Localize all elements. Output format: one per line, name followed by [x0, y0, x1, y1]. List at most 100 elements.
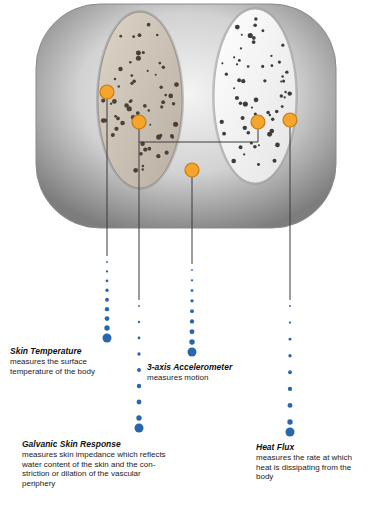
blue-dot: [104, 325, 109, 330]
blue-dot: [105, 298, 109, 302]
blue-dot: [190, 309, 194, 313]
pad-hole: [159, 134, 162, 137]
blue-dot: [288, 354, 291, 357]
pad-hole: [130, 82, 133, 85]
pad-hole: [288, 91, 292, 95]
pad-hole: [147, 23, 151, 27]
pad-hole: [278, 60, 281, 63]
pad-hole: [221, 62, 223, 64]
pad-hole: [159, 85, 162, 88]
blue-dot: [137, 368, 141, 372]
pad-hole: [235, 96, 239, 100]
pad-hole: [138, 33, 142, 37]
pad-hole: [236, 63, 238, 65]
blue-dot: [289, 338, 292, 341]
blue-dot: [289, 321, 291, 323]
pad-hole: [118, 67, 122, 71]
pad-hole: [171, 136, 174, 139]
pad-hole: [248, 33, 253, 38]
pad-hole: [271, 118, 274, 121]
pad-hole: [162, 66, 165, 69]
pad-hole: [132, 35, 135, 38]
callout-description: measures the rate at which heat is dissi…: [256, 453, 356, 482]
pad-hole: [139, 152, 143, 156]
pad-hole: [246, 131, 250, 135]
pad-hole: [284, 91, 286, 93]
pad-hole: [110, 102, 112, 104]
pad-hole: [220, 120, 224, 124]
pad-hole: [280, 80, 282, 82]
pad-hole: [266, 111, 270, 115]
dotted-leaders: [103, 261, 295, 436]
pad-hole: [233, 87, 235, 89]
pad-hole: [149, 124, 151, 126]
pad-hole: [239, 145, 243, 149]
pad-hole: [247, 65, 250, 68]
pad-hole: [124, 103, 129, 108]
pad-hole: [273, 159, 277, 163]
pad-hole: [241, 79, 245, 83]
pad-hole: [142, 165, 145, 168]
pad-hole: [142, 168, 144, 170]
leader-line: [107, 92, 108, 256]
sensor-dot: [185, 163, 199, 177]
pad-hole: [263, 79, 266, 82]
leader-lines: [107, 92, 290, 300]
blue-dot: [106, 261, 108, 263]
pad-hole: [160, 105, 163, 108]
pad-hole: [142, 51, 145, 54]
blue-dot: [288, 370, 292, 374]
pad-hole: [241, 116, 245, 120]
pad-hole: [143, 147, 147, 151]
pad-hole: [238, 59, 241, 62]
pad-rim: [212, 7, 298, 185]
leader-line: [139, 122, 258, 142]
pad-hole: [133, 168, 138, 173]
pad-hole: [129, 61, 132, 64]
pad-hole: [271, 64, 274, 67]
pad-hole: [116, 117, 120, 121]
pad-hole: [172, 102, 175, 105]
pad-hole: [225, 73, 228, 76]
sensor-dots: [100, 85, 297, 177]
callout-description: measures skin impedance which reflects w…: [22, 450, 172, 488]
blue-dot: [138, 305, 140, 307]
pad-hole: [252, 40, 256, 44]
pad-hole: [112, 99, 117, 104]
callout-description: measures the surface temperature of the …: [10, 357, 128, 376]
pad-hole: [253, 23, 257, 27]
sensor-dot: [283, 113, 297, 127]
pad-hole: [243, 126, 247, 130]
pad-hole: [173, 122, 178, 127]
blue-dot: [190, 319, 194, 323]
blue-dot: [287, 419, 292, 424]
pad-hole: [282, 80, 285, 83]
pad-texture: [220, 17, 292, 166]
blue-dot: [188, 348, 197, 357]
right-sensor-pad: [214, 9, 296, 183]
pad-hole: [240, 47, 242, 49]
pad-hole: [114, 127, 118, 131]
pad-hole: [252, 36, 256, 40]
leader-line: [290, 120, 291, 300]
pad-hole: [281, 44, 284, 47]
pad-hole: [253, 145, 257, 149]
pad-hole: [261, 65, 264, 68]
pad-hole: [158, 62, 161, 65]
pad-hole: [270, 55, 272, 57]
pad-hole: [136, 51, 141, 56]
blue-dot: [190, 329, 195, 334]
callout-description: measures motion: [147, 373, 267, 383]
left-sensor-pad: [98, 12, 182, 188]
pad-hole: [284, 96, 286, 98]
blue-dot: [288, 387, 292, 391]
sensor-dot: [251, 115, 265, 129]
blue-dot: [191, 269, 193, 271]
pad-hole: [120, 121, 125, 126]
pad-hole: [147, 70, 149, 72]
blue-dot: [190, 299, 193, 302]
device-housing: [36, 4, 336, 228]
pad-hole: [243, 153, 245, 155]
pad-hole: [254, 97, 259, 102]
